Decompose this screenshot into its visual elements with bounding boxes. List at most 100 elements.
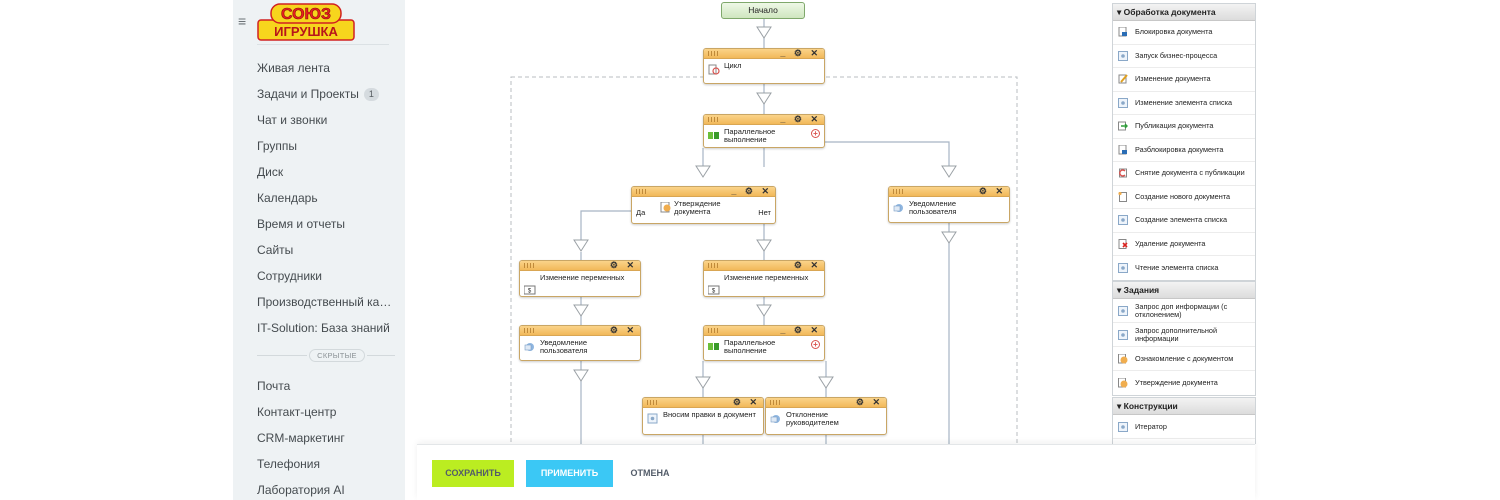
drag-grip-icon[interactable] xyxy=(770,400,782,405)
activity-edit-list-item[interactable]: Изменение элемента списка xyxy=(1113,92,1255,115)
save-button[interactable]: СОХРАНИТЬ xyxy=(432,460,514,487)
drag-grip-icon[interactable] xyxy=(636,189,648,194)
block-controls[interactable]: ⚙ ✕ xyxy=(609,325,637,335)
nav-item-ai-lab[interactable]: Лаборатория AI xyxy=(257,483,397,497)
edit-document-block[interactable]: ⚙ ✕ Вносим правки в документ xyxy=(642,397,764,435)
nav-item-knowledge-base[interactable]: IT-Solution: База знаний xyxy=(257,321,397,335)
start-block[interactable]: Начало xyxy=(721,2,805,19)
nav-label: Телефония xyxy=(257,457,320,471)
block-header[interactable]: ⚙ ✕ xyxy=(766,398,886,408)
group-header[interactable]: ▾ Конструкции xyxy=(1113,398,1255,415)
block-header[interactable]: ⚙ ✕ xyxy=(520,326,640,336)
parallel-block-1[interactable]: _ ⚙ ✕ Параллельное выполнение + xyxy=(703,114,825,148)
activity-request-additional-info[interactable]: Запрос дополнительной информации xyxy=(1113,323,1255,347)
nav-item-contact-center[interactable]: Контакт-центр xyxy=(257,405,397,419)
activity-label: Ознакомление с документом xyxy=(1135,353,1234,363)
drag-grip-icon[interactable] xyxy=(524,263,536,268)
activity-create-list-item[interactable]: Создание элемента списка xyxy=(1113,209,1255,233)
block-controls[interactable]: _ ⚙ ✕ xyxy=(780,48,821,58)
change-variables-block-left[interactable]: ⚙ ✕ Изменение переменных $ xyxy=(519,260,641,297)
bottom-action-bar: СОХРАНИТЬ ПРИМЕНИТЬ ОТМЕНА xyxy=(417,444,1255,500)
block-controls[interactable]: ⚙ ✕ xyxy=(793,260,821,270)
svg-text:$: $ xyxy=(528,289,532,295)
cancel-button[interactable]: ОТМЕНА xyxy=(625,460,675,487)
change-variables-block-mid[interactable]: ⚙ ✕ Изменение переменных $ xyxy=(703,260,825,297)
group-header[interactable]: ▾ Обработка документа xyxy=(1113,4,1255,21)
block-header[interactable]: _ ⚙ ✕ xyxy=(632,187,775,197)
block-header[interactable]: ⚙ ✕ xyxy=(889,187,1009,197)
activity-approve-document[interactable]: Утверждение документа xyxy=(1113,371,1255,395)
block-controls[interactable]: _ ⚙ ✕ xyxy=(780,325,821,335)
company-logo[interactable]: СОЮЗ ИГРУШКА xyxy=(257,3,355,41)
hidden-section-label[interactable]: СКРЫТЫЕ xyxy=(309,349,365,362)
activity-label: Утверждение документа xyxy=(1135,378,1218,387)
approval-block[interactable]: _ ⚙ ✕ Утверждение документа Да Нет xyxy=(631,186,776,224)
block-controls[interactable]: ⚙ ✕ xyxy=(609,260,637,270)
notify-user-block-left[interactable]: ⚙ ✕ Уведомление пользователя xyxy=(519,325,641,361)
block-header[interactable]: ⚙ ✕ xyxy=(643,398,763,408)
cycle-block[interactable]: _ ⚙ ✕ Цикл xyxy=(703,48,825,84)
add-branch-icon[interactable]: + xyxy=(811,340,820,349)
activity-iterator[interactable]: Итератор xyxy=(1113,415,1255,439)
drag-grip-icon[interactable] xyxy=(708,328,720,333)
workflow-canvas[interactable]: Начало _ ⚙ ✕ Цикл _ ⚙ ✕ Параллельное вып… xyxy=(405,0,1110,444)
block-header[interactable]: ⚙ ✕ xyxy=(520,261,640,271)
apply-button[interactable]: ПРИМЕНИТЬ xyxy=(526,460,613,487)
nav-item-time-reports[interactable]: Время и отчеты xyxy=(257,217,397,231)
activity-delete-document[interactable]: Удаление документа xyxy=(1113,233,1255,256)
activity-edit-document[interactable]: Изменение документа xyxy=(1113,68,1255,92)
edit-doc-icon xyxy=(1118,74,1128,84)
drag-grip-icon[interactable] xyxy=(708,263,720,268)
block-header[interactable]: _ ⚙ ✕ xyxy=(704,115,824,125)
nav-item-mail[interactable]: Почта xyxy=(257,379,397,393)
activity-label: Запуск бизнес-процесса xyxy=(1135,50,1218,60)
parallel-block-2[interactable]: _ ⚙ ✕ Параллельное выполнение + xyxy=(703,325,825,361)
drag-grip-icon[interactable] xyxy=(647,400,659,405)
nav-item-calendar[interactable]: Календарь xyxy=(257,191,397,205)
nav-item-production-calendar[interactable]: Производственный календарь xyxy=(257,295,397,309)
left-sidebar: ≡ СОЮЗ ИГРУШКА Живая лента Задачи и Прое… xyxy=(233,0,405,500)
nav-item-crm-marketing[interactable]: CRM-маркетинг xyxy=(257,431,397,445)
activity-start-bizproc[interactable]: Запуск бизнес-процесса xyxy=(1113,45,1255,68)
block-header[interactable]: ⚙ ✕ xyxy=(704,261,824,271)
drag-grip-icon[interactable] xyxy=(708,117,720,122)
activity-create-document[interactable]: Создание нового документа xyxy=(1113,186,1255,209)
drag-grip-icon[interactable] xyxy=(893,189,905,194)
drag-grip-icon[interactable] xyxy=(524,328,536,333)
activity-label: Блокировка документа xyxy=(1135,27,1213,37)
tasks-count-badge: 1 xyxy=(363,88,379,101)
menu-icon[interactable]: ≡ xyxy=(238,13,247,29)
activity-lock-document[interactable]: Блокировка документа xyxy=(1113,21,1255,45)
divider-line xyxy=(257,355,307,356)
no-branch-label: Нет xyxy=(758,208,771,217)
activity-review-document[interactable]: Ознакомление с документом xyxy=(1113,347,1255,371)
notify-user-block-right[interactable]: ⚙ ✕ Уведомление пользователя xyxy=(888,186,1010,223)
activity-request-info-reject[interactable]: Запрос доп информации (с отклонением) xyxy=(1113,299,1255,323)
activity-read-list-item[interactable]: Чтение элемента списка xyxy=(1113,256,1255,280)
block-controls[interactable]: _ ⚙ ✕ xyxy=(780,114,821,124)
activity-icon xyxy=(647,413,658,424)
block-header[interactable]: _ ⚙ ✕ xyxy=(704,326,824,336)
nav-item-sites[interactable]: Сайты xyxy=(257,243,397,257)
add-branch-icon[interactable]: + xyxy=(811,129,820,138)
block-controls[interactable]: ⚙ ✕ xyxy=(855,397,883,407)
variables-icon: $ xyxy=(708,285,720,295)
block-controls[interactable]: ⚙ ✕ xyxy=(978,186,1006,196)
block-header[interactable]: _ ⚙ ✕ xyxy=(704,49,824,59)
nav-item-groups[interactable]: Группы xyxy=(257,139,397,153)
reject-manager-block[interactable]: ⚙ ✕ Отклонение руководителем xyxy=(765,397,887,435)
group-header[interactable]: ▾ Задания xyxy=(1113,282,1255,299)
drag-grip-icon[interactable] xyxy=(708,51,720,56)
activity-publish-document[interactable]: Публикация документа xyxy=(1113,115,1255,139)
nav-item-telephony[interactable]: Телефония xyxy=(257,457,397,471)
nav-item-employees[interactable]: Сотрудники xyxy=(257,269,397,283)
activity-unpublish-document[interactable]: Снятие документа с публикации xyxy=(1113,162,1255,186)
nav-item-disk[interactable]: Диск xyxy=(257,165,397,179)
nav-item-live-feed[interactable]: Живая лента xyxy=(257,61,397,75)
block-controls[interactable]: _ ⚙ ✕ xyxy=(731,186,772,196)
block-controls[interactable]: ⚙ ✕ xyxy=(732,397,760,407)
nav-item-chat[interactable]: Чат и звонки xyxy=(257,113,397,127)
nav-label: Сайты xyxy=(257,243,294,257)
activity-unlock-document[interactable]: Разблокировка документа xyxy=(1113,139,1255,162)
